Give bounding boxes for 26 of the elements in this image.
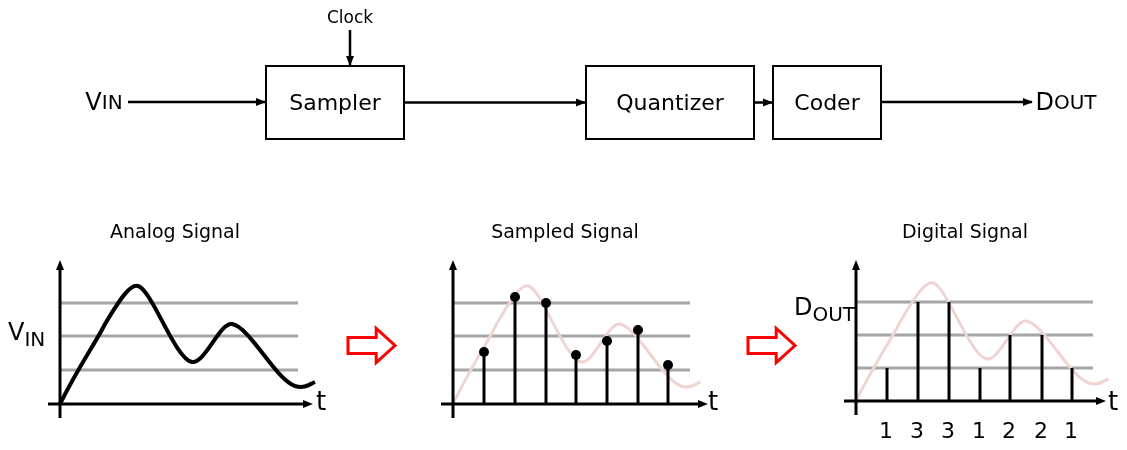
process-box: Coder <box>772 65 882 140</box>
panel-title: Analog Signal <box>108 220 242 242</box>
axis-label: D$_{OUT}$ <box>794 293 856 326</box>
axis-label: V$_{IN}$ <box>8 318 46 351</box>
panel-title: Digital Signal <box>901 220 1029 242</box>
arrow <box>755 98 773 107</box>
sample-code: 1 <box>972 418 986 443</box>
sample-code: 2 <box>1034 418 1048 443</box>
block-arrow <box>746 325 798 366</box>
sample-code: 2 <box>1002 418 1016 443</box>
sample-code: 1 <box>1064 418 1078 443</box>
axis-label: t <box>1108 386 1119 416</box>
arrow <box>405 98 586 107</box>
sample-code: 3 <box>910 418 924 443</box>
clock-label: Clock <box>318 4 382 30</box>
arrow <box>346 30 354 66</box>
axis-label: t <box>316 386 327 416</box>
arrow <box>882 98 1033 106</box>
block-arrow <box>346 325 398 366</box>
sample-code: 1 <box>879 418 893 443</box>
sample-code: 3 <box>941 418 955 443</box>
panel-title: Sampled Signal <box>490 220 640 242</box>
process-box: Quantizer <box>585 65 755 140</box>
arrow <box>128 98 266 106</box>
process-box: Sampler <box>265 65 405 140</box>
axis-label: t <box>708 386 719 416</box>
